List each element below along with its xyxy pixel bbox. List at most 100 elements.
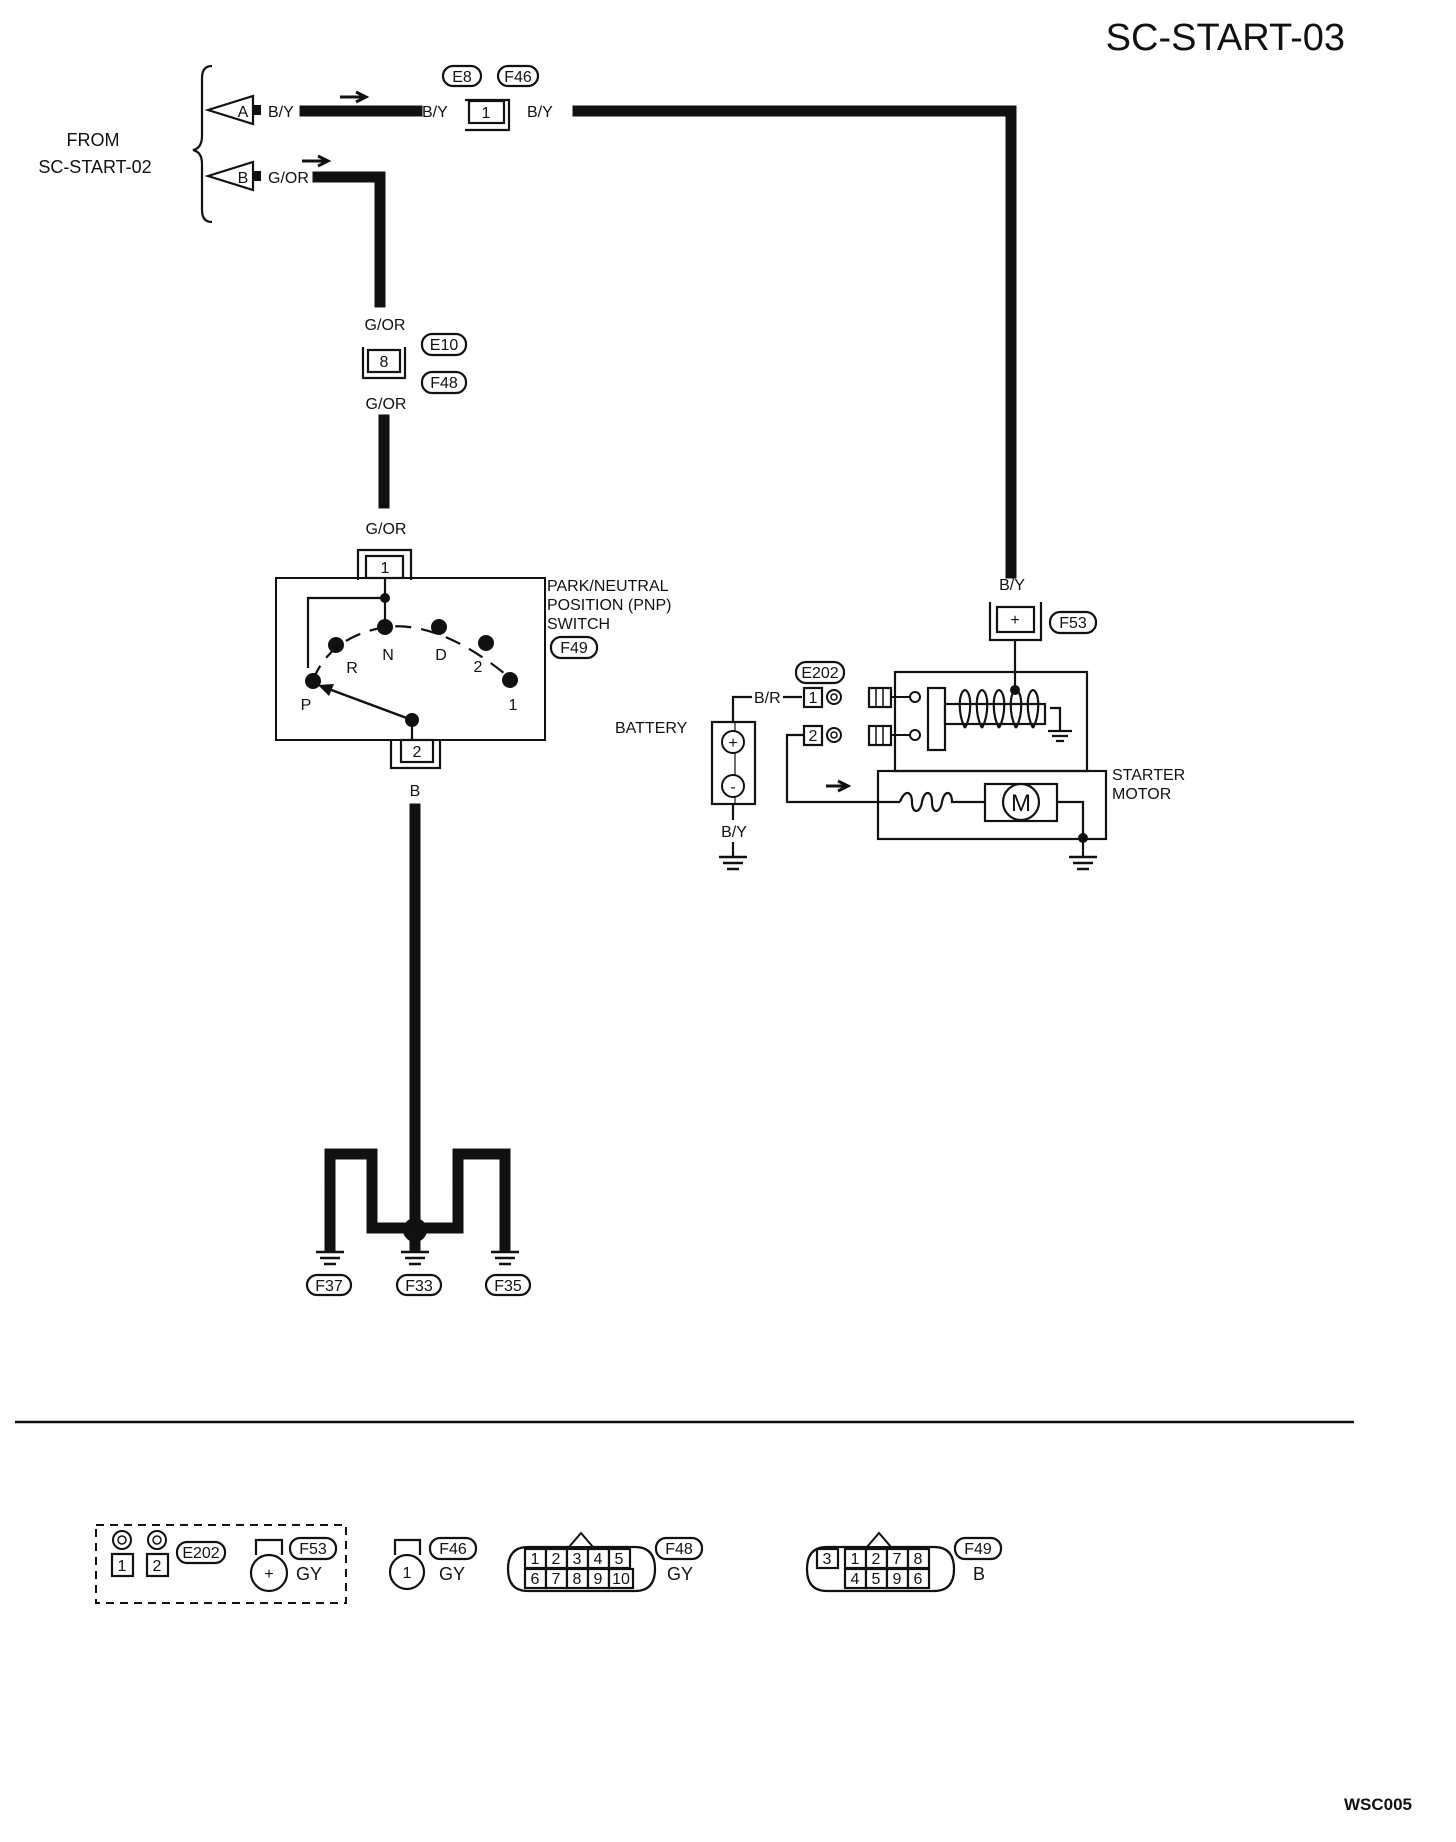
starter-motor-box: [876, 769, 1108, 841]
battery-plus-terminal: [721, 730, 745, 754]
e202-view-pin-1: 1: [118, 1558, 127, 1575]
f49-view-pin-6: 6: [914, 1571, 923, 1588]
ground-f35: F35: [484, 1250, 532, 1297]
flow-arrow-a: [340, 90, 370, 104]
connector-b-terminal: [254, 171, 261, 181]
wire-gor-label-1: G/OR: [365, 317, 406, 334]
f49-view-cell-6: [906, 1567, 931, 1590]
pnp-contact-d: [431, 619, 447, 635]
f46-view-tag-label: F46: [439, 1541, 467, 1558]
pnp-pos-1: 1: [509, 697, 518, 714]
e202-view-pin-1-box: [110, 1552, 135, 1578]
f48-view-cell-10: [607, 1567, 635, 1590]
motor-letter: M: [1011, 790, 1031, 817]
ground-wire-1: B: [325, 1187, 336, 1204]
f49-view-cell-3: [815, 1547, 840, 1570]
solenoid-contact-2: [909, 729, 921, 741]
f48-view-pin-5: 5: [615, 1551, 624, 1568]
pnp-contact-r: [328, 637, 344, 653]
connector-b-arrow: [204, 160, 255, 192]
f49-view-color: B: [973, 1564, 985, 1584]
pnp-top-housing: [356, 548, 413, 580]
f48-view-pin-7: 7: [552, 1571, 561, 1588]
from-source-label: SC-START-02: [38, 157, 151, 177]
pnp-switch: 1 P R N D 2 1 2: [275, 548, 546, 770]
f48-view-pin-2: 2: [552, 1551, 561, 1568]
connector-e8-f46-pin: 1: [482, 105, 491, 122]
pnp-bottom-housing: [389, 740, 442, 770]
ground-symbol-f33: [401, 1250, 429, 1266]
tag-f49: [549, 635, 599, 660]
tag-e8: [441, 64, 483, 88]
tag-f49-label: F49: [560, 640, 588, 657]
from-label: FROM: [67, 130, 120, 150]
tag-f46-label: F46: [504, 69, 532, 86]
field-coil: [898, 791, 975, 813]
flow-arrow-b: [302, 154, 332, 168]
tag-f53: [1048, 610, 1098, 635]
solenoid-ground-symbol: [1048, 729, 1072, 743]
e202-terminal-1-pin: 1: [809, 690, 818, 707]
pnp-label-2: POSITION (PNP): [547, 597, 671, 614]
f53-view-tag-label: F53: [299, 1541, 327, 1558]
pnp-contact-p: [305, 673, 321, 689]
tag-e202-label: E202: [801, 665, 838, 682]
pnp-pos-n: N: [382, 647, 394, 664]
tag-f35-label: F35: [494, 1278, 522, 1295]
battery-minus-sign: -: [730, 779, 735, 796]
tag-e202: [794, 660, 846, 685]
f48-view-tag: [654, 1536, 704, 1561]
f49-view-pin-3: 3: [823, 1551, 832, 1568]
tag-e10-label: E10: [430, 337, 459, 354]
from-brace: [192, 64, 213, 224]
ground-wire-2: B: [367, 1187, 378, 1204]
wire-a-label: B/Y: [268, 104, 294, 121]
e202-terminal-2: 2: [802, 724, 842, 747]
wire-by-left-label: B/Y: [422, 104, 448, 121]
f48-view-tag-label: F48: [665, 1541, 693, 1558]
tag-f53-label: F53: [1059, 615, 1087, 632]
motor-ground-symbol: [1069, 855, 1097, 871]
f53-view-tab: [254, 1538, 284, 1555]
f49-view-pin-9: 9: [893, 1571, 902, 1588]
pnp-lever: [325, 686, 413, 722]
f49-view-tag-label: F49: [964, 1541, 992, 1558]
e202-view-pin-2-box: [145, 1552, 170, 1578]
f48-view-pin-9: 9: [594, 1571, 603, 1588]
connector-b-letter: B: [238, 170, 249, 187]
f49-view-pin-5: 5: [872, 1571, 881, 1588]
connector-e10-f48: 8: [361, 347, 407, 380]
e202-view-eye-2-center: [152, 1535, 162, 1545]
f46-view-color: GY: [439, 1564, 465, 1584]
f53-view-color: GY: [296, 1564, 322, 1584]
e202-terminal-1-eye-center: [830, 693, 838, 701]
wire-by-starter-label: B/Y: [999, 577, 1025, 594]
connector-e10-f48-pin: 8: [380, 354, 389, 371]
f49-view-pin-4: 4: [851, 1571, 860, 1588]
pnp-lever-arrowhead: [318, 684, 334, 696]
connector-e10-f48-housing: [361, 347, 407, 380]
pnp-pos-2: 2: [474, 659, 483, 676]
connector-f53-cavity: [995, 605, 1036, 634]
battery-label: BATTERY: [615, 720, 688, 737]
connector-f53-pin: +: [1010, 612, 1019, 629]
f48-view-color: GY: [667, 1564, 693, 1584]
tag-f37: [305, 1273, 353, 1297]
f48-view-pin-8: 8: [573, 1571, 582, 1588]
pnp-contact-2: [478, 635, 494, 651]
ground-symbol-f35: [491, 1250, 519, 1266]
wire-b-out-label: B: [410, 783, 421, 800]
connector-e8-f46: 1: [465, 98, 511, 132]
f49-view-key: [864, 1531, 894, 1548]
tag-e10: [420, 332, 468, 357]
f49-view-pin-2: 2: [872, 1551, 881, 1568]
solenoid-terminal-1: [867, 686, 893, 709]
battery-ground-symbol: [719, 855, 747, 871]
connector-a-arrow: [204, 94, 255, 126]
f46-view-body: [388, 1553, 426, 1591]
starter-label-1: STARTER: [1112, 767, 1185, 784]
e202-terminal-1-box: [802, 686, 824, 709]
f53-view-tag: [288, 1536, 338, 1561]
pnp-contact-1: [502, 672, 518, 688]
